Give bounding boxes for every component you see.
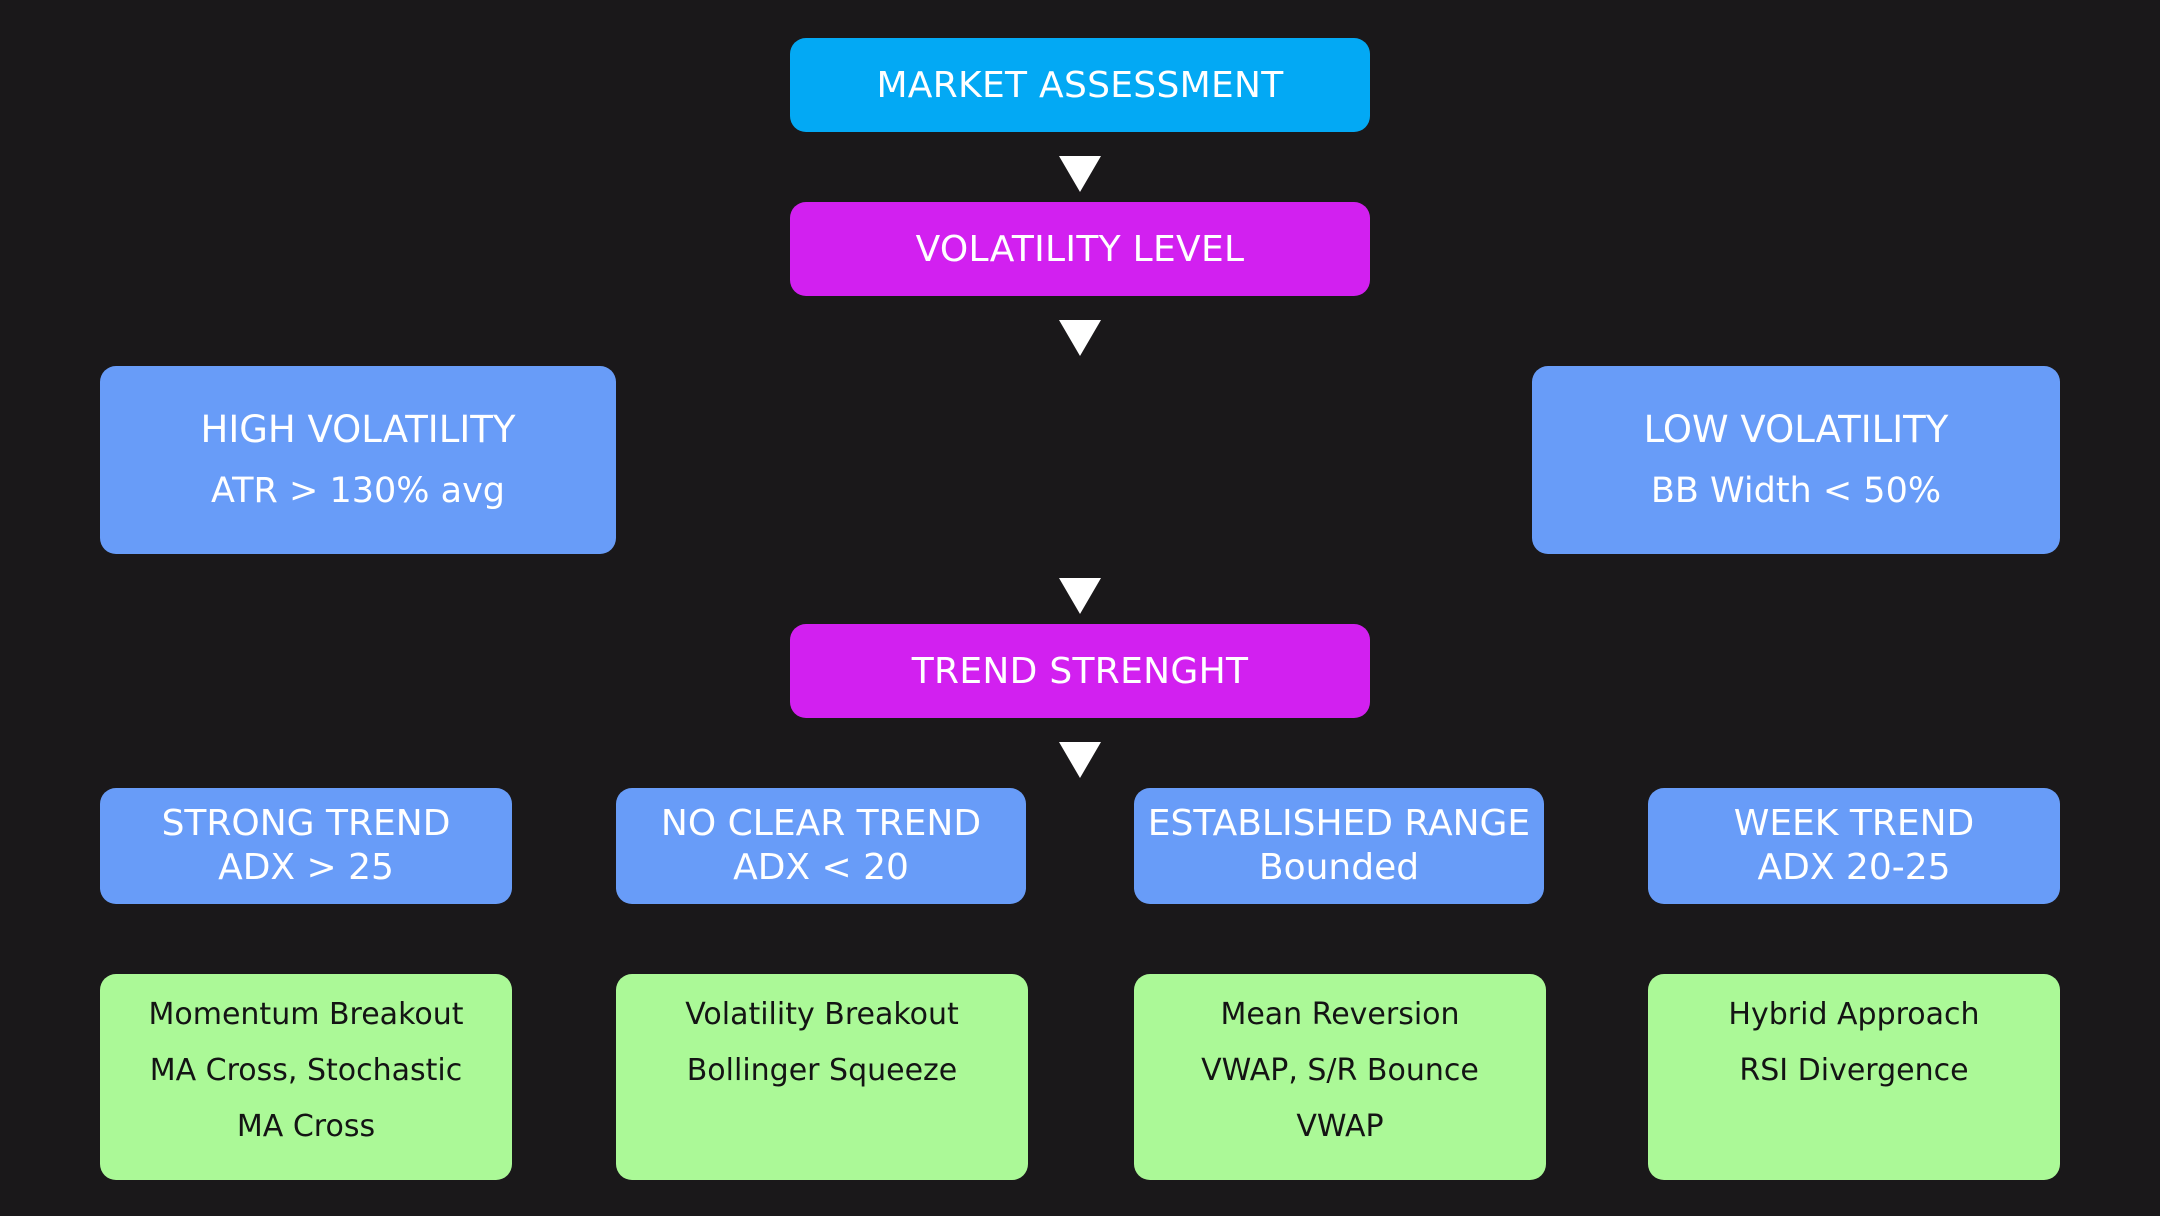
trend-condition: Bounded: [1258, 847, 1420, 888]
strategy-node-momentum: Momentum Breakout MA Cross, Stochastic M…: [100, 974, 512, 1180]
trend-node-no-clear: NO CLEAR TREND ADX < 20: [616, 788, 1026, 904]
strategy-node-hybrid: Hybrid Approach RSI Divergence: [1648, 974, 2060, 1180]
high-volatility-node: HIGH VOLATILITY ATR > 130% avg: [100, 366, 616, 554]
strategy-node-volatility-breakout: Volatility Breakout Bollinger Squeeze: [616, 974, 1028, 1180]
strategy-line: Hybrid Approach: [1728, 997, 1980, 1032]
trend-title: STRONG TREND: [161, 803, 451, 844]
high-volatility-condition: ATR > 130% avg: [210, 471, 506, 511]
low-volatility-node: LOW VOLATILITY BB Width < 50%: [1532, 366, 2060, 554]
trend-title: ESTABLISHED RANGE: [1147, 803, 1531, 844]
market-assessment-label: MARKET ASSESSMENT: [876, 64, 1284, 106]
strategy-line: Bollinger Squeeze: [686, 1053, 958, 1088]
trend-condition: ADX > 25: [218, 847, 394, 888]
trend-condition: ADX 20-25: [1757, 847, 1951, 888]
volatility-level-node: VOLATILITY LEVEL: [790, 202, 1370, 296]
trend-title: WEEK TREND: [1733, 803, 1975, 844]
low-volatility-title: LOW VOLATILITY: [1643, 408, 1949, 451]
strategy-line: VWAP, S/R Bounce: [1201, 1053, 1479, 1088]
trend-strength-node: TREND STRENGHT: [790, 624, 1370, 718]
market-assessment-node: MARKET ASSESSMENT: [790, 38, 1370, 132]
trend-node-strong: STRONG TREND ADX > 25: [100, 788, 512, 904]
low-volatility-condition: BB Width < 50%: [1650, 471, 1942, 511]
arrow-down-icon: [1059, 156, 1101, 192]
strategy-line: MA Cross: [236, 1109, 376, 1144]
strategy-node-mean-reversion: Mean Reversion VWAP, S/R Bounce VWAP: [1134, 974, 1546, 1180]
arrow-down-icon: [1059, 742, 1101, 778]
trend-strength-label: TREND STRENGHT: [911, 650, 1249, 692]
strategy-line: MA Cross, Stochastic: [149, 1053, 463, 1088]
strategy-line: VWAP: [1296, 1109, 1384, 1144]
strategy-line: Momentum Breakout: [148, 997, 464, 1032]
volatility-level-label: VOLATILITY LEVEL: [915, 228, 1245, 270]
high-volatility-title: HIGH VOLATILITY: [200, 408, 516, 451]
trend-node-established-range: ESTABLISHED RANGE Bounded: [1134, 788, 1544, 904]
strategy-line: RSI Divergence: [1739, 1053, 1969, 1088]
trend-title: NO CLEAR TREND: [660, 803, 982, 844]
arrow-down-icon: [1059, 320, 1101, 356]
trend-node-week: WEEK TREND ADX 20-25: [1648, 788, 2060, 904]
strategy-line: Mean Reversion: [1220, 997, 1460, 1032]
trend-condition: ADX < 20: [733, 847, 909, 888]
arrow-down-icon: [1059, 578, 1101, 614]
strategy-line: Volatility Breakout: [685, 997, 959, 1032]
